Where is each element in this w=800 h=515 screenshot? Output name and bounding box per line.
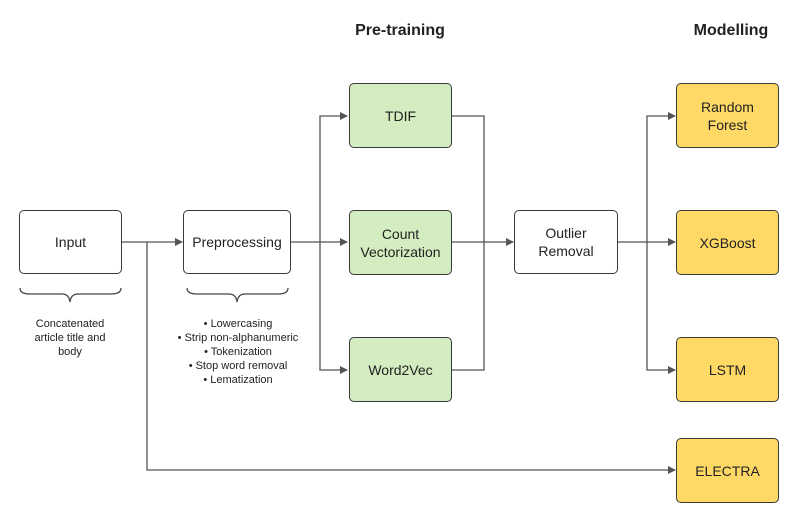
lstm-node[interactable]: LSTM xyxy=(676,337,779,402)
arrow-outlier-to-random-forest xyxy=(646,112,676,242)
count-vectorization-node[interactable]: Count Vectorization xyxy=(349,210,452,275)
arrow-input-to-electra xyxy=(146,242,676,474)
preprocessing-note: • Lowercasing • Strip non-alphanumeric •… xyxy=(177,318,299,386)
arrow-tdif-to-outlier xyxy=(452,115,485,242)
arrow-outlier-to-lstm xyxy=(646,242,676,374)
input-brace xyxy=(19,287,122,303)
xgboost-node[interactable]: XGBoost xyxy=(676,210,779,275)
word2vec-node[interactable]: Word2Vec xyxy=(349,337,452,402)
arrow-preprocessing-to-word2vec xyxy=(319,242,348,374)
arrow-preprocessing-to-tdif xyxy=(319,112,348,242)
heading-pretraining: Pre-training xyxy=(355,22,445,39)
outlier-removal-node[interactable]: Outlier Removal xyxy=(514,210,618,274)
arrow-word2vec-to-outlier xyxy=(452,242,485,371)
random-forest-node[interactable]: Random Forest xyxy=(676,83,779,148)
preprocessing-node[interactable]: Preprocessing xyxy=(183,210,291,274)
preprocessing-brace xyxy=(186,287,289,303)
electra-node[interactable]: ELECTRA xyxy=(676,438,779,503)
input-note: Concatenated article title and body xyxy=(34,318,106,358)
tdif-node[interactable]: TDIF xyxy=(349,83,452,148)
input-node[interactable]: Input xyxy=(19,210,122,274)
heading-modelling: Modelling xyxy=(693,22,769,39)
